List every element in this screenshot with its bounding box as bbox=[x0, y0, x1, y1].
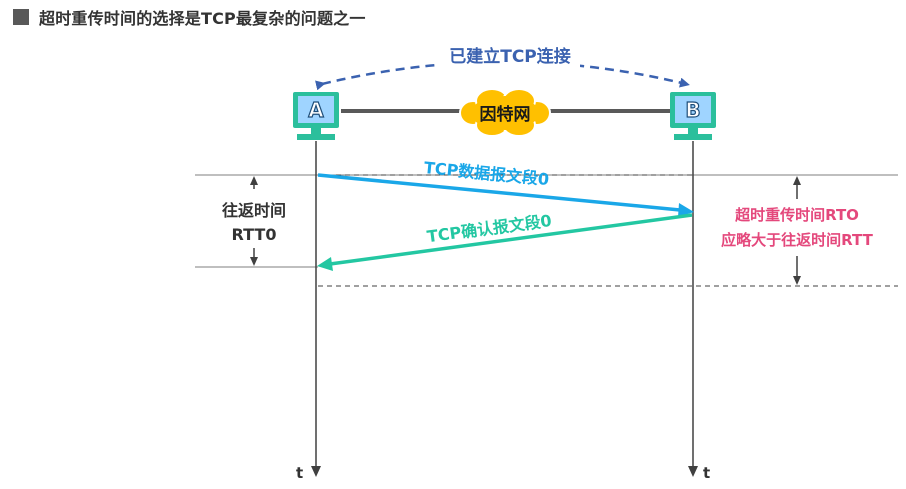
ack-segment-arrow bbox=[329, 213, 693, 266]
rtt-label-line2: RTT0 bbox=[232, 225, 277, 244]
host-a-computer-icon bbox=[293, 92, 339, 140]
connection-label-bg bbox=[440, 42, 580, 68]
internet-label: 因特网 bbox=[480, 104, 531, 125]
host-b-label: B bbox=[685, 98, 700, 122]
title-bullet-square bbox=[13, 9, 29, 25]
title-text: 超时重传时间的选择是TCP最复杂的问题之一 bbox=[39, 9, 366, 28]
rto-label-line1: 超时重传时间RTO bbox=[734, 206, 859, 224]
time-axis-b-arrowhead bbox=[688, 466, 698, 477]
data-segment-label: TCP数据报文段0 bbox=[423, 158, 550, 189]
rto-label-line2: 应略大于往返时间RTT bbox=[721, 231, 873, 249]
internet-cloud bbox=[459, 88, 551, 137]
slide-title: 超时重传时间的选择是TCP最复杂的问题之一 bbox=[13, 7, 366, 28]
rtt-label-line1: 往返时间 bbox=[222, 201, 286, 220]
connection-label: 已建立TCP连接 bbox=[449, 46, 571, 67]
time-axis-a-arrowhead bbox=[311, 466, 321, 477]
data-segment-arrow bbox=[317, 173, 681, 212]
ack-segment-arrowhead bbox=[317, 257, 333, 271]
host-a-label: A bbox=[308, 98, 324, 122]
time-axis-b-label: t bbox=[703, 464, 710, 482]
data-segment-arrowhead bbox=[678, 203, 694, 217]
time-axis-a-label: t bbox=[296, 464, 303, 482]
host-b-computer-icon bbox=[670, 92, 716, 140]
